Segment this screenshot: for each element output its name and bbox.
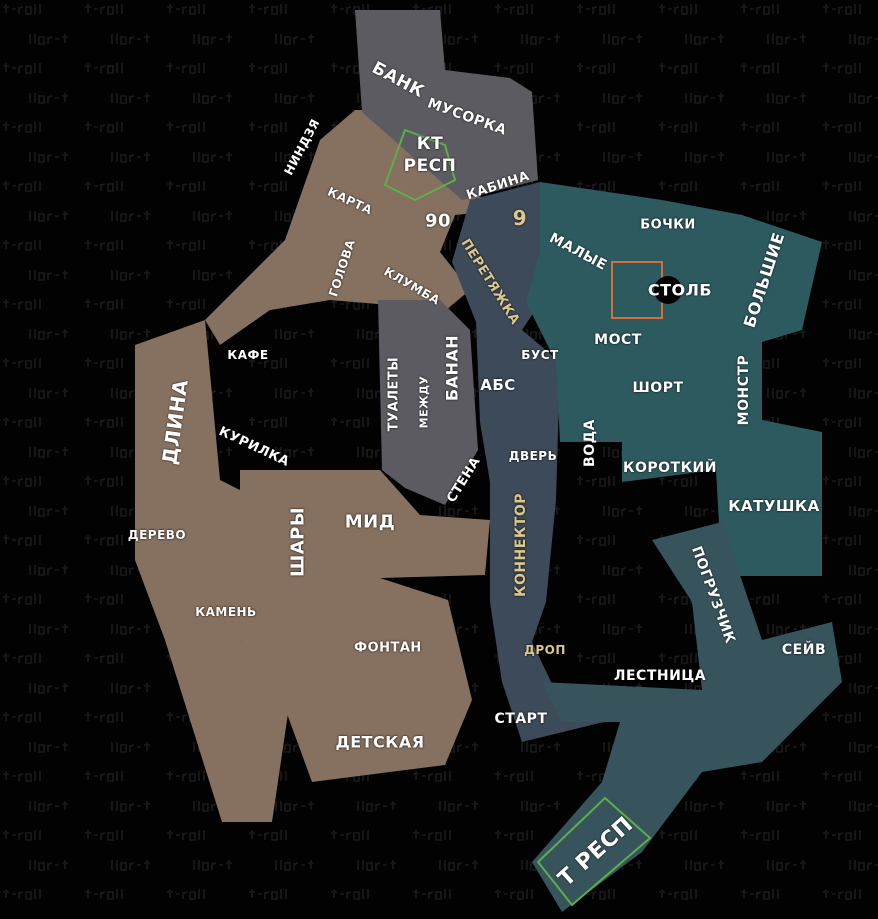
callout-toilets: ТУАЛЕТЫ	[386, 356, 402, 432]
callout-door: ДВЕРЬ	[508, 449, 558, 463]
area-long	[135, 320, 290, 822]
pillar	[654, 276, 682, 304]
callout-boost: БУСТ	[521, 348, 559, 362]
callout-shorter: КОРОТКИЙ	[623, 460, 717, 476]
callout-fountain: ФОНТАН	[354, 640, 422, 656]
callout-short: ШОРТ	[632, 380, 684, 396]
t-spawn-zone	[536, 796, 652, 907]
callout-barrels: БОЧКИ	[640, 217, 696, 233]
callout-drop: ДРОП	[524, 643, 566, 657]
callout-ct-spawn-1: КТ	[416, 134, 444, 154]
callout-water: ВОДА	[582, 419, 598, 467]
callout-mid: МИД	[344, 511, 396, 533]
callout-monster: МОНСТР	[736, 354, 752, 426]
callout-start: СТАРТ	[494, 711, 548, 727]
callout-playground: ДЕТСКАЯ	[335, 732, 425, 752]
callout-bridge: МОСТ	[594, 332, 642, 348]
callout-cafe: КАФЕ	[227, 348, 269, 362]
callout-banana: БАНАН	[442, 334, 462, 402]
callout-ninety: 90	[424, 210, 452, 232]
callout-save: СЕЙВ	[781, 642, 827, 658]
callout-connector: КОННЕКТОР	[513, 493, 529, 597]
callout-ct-spawn-2: РЕСП	[403, 156, 457, 176]
area-t-route	[532, 522, 842, 912]
callout-pillar: СТОЛБ	[647, 280, 713, 300]
callout-balls: ШАРЫ	[287, 506, 309, 578]
area-b-site	[526, 182, 822, 576]
callout-abs: АБС	[480, 376, 516, 394]
callout-stone: КАМЕНЬ	[195, 605, 257, 619]
area-top	[355, 10, 538, 200]
area-banana	[378, 300, 478, 505]
callout-stairs: ЛЕСТНИЦА	[613, 668, 707, 684]
callout-tree: ДЕРЕВО	[127, 528, 187, 542]
callout-spool: КАТУШКА	[728, 497, 820, 515]
area-connector	[452, 182, 612, 742]
callout-between: МЕЖДУ	[417, 375, 431, 429]
pillar-outline	[611, 261, 663, 319]
area-mid	[240, 470, 490, 782]
callout-nine: 9	[512, 206, 528, 230]
ct-spawn-zone	[383, 128, 457, 202]
